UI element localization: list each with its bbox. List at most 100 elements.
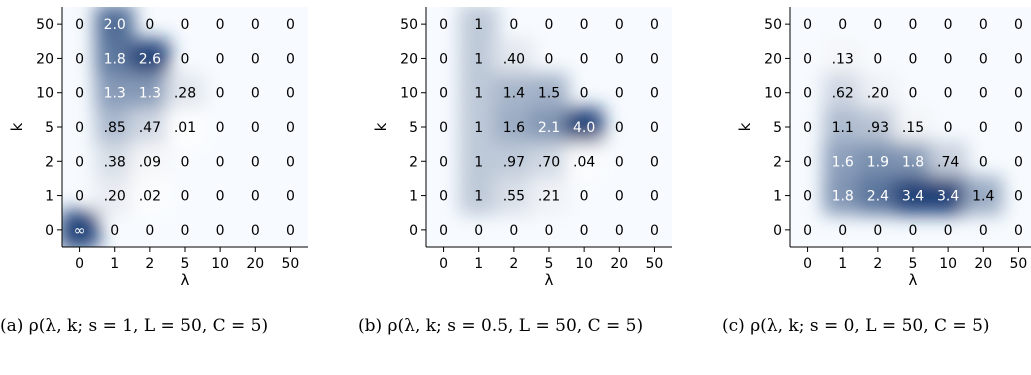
cell-label: 0	[979, 17, 988, 33]
y-tick-label: 50	[764, 17, 782, 33]
cell-label: 0	[944, 223, 953, 239]
cell-label: 0	[286, 120, 295, 136]
heatmap-cell	[858, 142, 898, 181]
heatmap-cell	[95, 176, 135, 215]
cell-label: 0	[251, 223, 260, 239]
y-tick-label: 1	[773, 189, 782, 205]
x-tick-label: 1	[474, 256, 483, 272]
cell-label: 1.8	[902, 154, 924, 170]
cell-label: 0	[838, 17, 847, 33]
cell-label: 0	[286, 189, 295, 205]
cell-label: .28	[174, 86, 196, 102]
cell-label: 0	[216, 51, 225, 67]
cell-label: .70	[538, 154, 560, 170]
cell-label: 0	[439, 189, 448, 205]
heatmap-cell	[459, 73, 499, 112]
cell-label: 0	[439, 154, 448, 170]
heatmap-cell	[95, 107, 135, 147]
cell-label: 1.3	[139, 86, 161, 102]
cell-label: 1.1	[832, 120, 854, 136]
cell-label: 0	[615, 86, 624, 102]
cell-label: 0	[650, 154, 659, 170]
cell-label: 0	[650, 223, 659, 239]
cell-label: 1.6	[832, 154, 854, 170]
cell-label: .20	[867, 86, 889, 102]
cell-label: 0	[145, 223, 154, 239]
y-tick-label: 10	[764, 86, 782, 102]
caption-b: (b) ρ(λ, k; s = 0.5, L = 50, C = 5)	[358, 316, 644, 336]
cell-label: 0	[838, 223, 847, 239]
cell-label: .74	[937, 154, 959, 170]
heatmap-cell	[893, 107, 933, 147]
cell-label: 0	[439, 86, 448, 102]
heatmap-cell	[858, 107, 898, 147]
x-tick-label: 50	[1010, 256, 1028, 272]
cell-label: 0	[181, 51, 190, 67]
heatmap-cell	[529, 107, 569, 147]
cell-label: 0	[286, 17, 295, 33]
heatmap-cell	[928, 142, 968, 181]
y-axis-label: k	[736, 122, 754, 131]
cell-label: 0	[251, 51, 260, 67]
cell-label: 1.9	[867, 154, 889, 170]
heatmap-cell	[130, 142, 170, 181]
x-tick-label: 0	[439, 256, 448, 272]
cell-label: 0	[509, 223, 518, 239]
cell-label: 0	[909, 51, 918, 67]
y-tick-label: 10	[400, 86, 418, 102]
cell-label: 2.4	[867, 189, 889, 205]
heatmap-cell	[529, 142, 569, 181]
cell-label: 0	[251, 86, 260, 102]
cell-label: 0	[1014, 17, 1023, 33]
heatmap-cell	[858, 176, 898, 215]
cell-label: 0	[251, 120, 260, 136]
x-axis-label: λ	[909, 271, 918, 289]
heatmap-cell	[823, 73, 863, 112]
y-tick-label: 10	[36, 86, 54, 102]
cell-label: 0	[216, 154, 225, 170]
cell-label: 0	[75, 189, 84, 205]
cell-label: 1.4	[503, 86, 525, 102]
heatmap-cell	[494, 73, 534, 112]
cell-label: 0	[909, 17, 918, 33]
heatmap-cell	[459, 39, 499, 78]
cell-label: 0	[944, 17, 953, 33]
heatmap-cell	[564, 107, 604, 147]
cell-label: 0	[439, 223, 448, 239]
x-tick-label: 10	[575, 256, 593, 272]
cell-label: 1.6	[503, 120, 525, 136]
cell-label: .38	[104, 154, 126, 170]
heatmap-cell	[130, 39, 170, 78]
heatmap-cell	[459, 7, 499, 44]
cell-label: 2.0	[104, 17, 126, 33]
cell-label: 0	[979, 86, 988, 102]
caption-a: (a) ρ(λ, k; s = 1, L = 50, C = 5)	[0, 316, 269, 336]
heatmap-cell	[494, 142, 534, 181]
heatmap-cell	[165, 107, 205, 147]
cell-label: 0	[615, 154, 624, 170]
cell-label: 0	[979, 120, 988, 136]
cell-label: 1	[474, 86, 483, 102]
heatmap-cell	[823, 39, 863, 78]
cell-label: 3.4	[902, 189, 924, 205]
x-tick-label: 1	[838, 256, 847, 272]
y-tick-label: 2	[409, 154, 418, 170]
cell-label: 0	[650, 17, 659, 33]
cell-label: 0	[580, 51, 589, 67]
cell-label: 0	[474, 223, 483, 239]
cell-label: 0	[251, 17, 260, 33]
heatmap-cell	[95, 39, 135, 78]
cell-label: 0	[944, 120, 953, 136]
cell-label: ∞	[74, 223, 86, 239]
cell-label: 0	[580, 189, 589, 205]
heatmap-cell	[529, 176, 569, 215]
y-tick-label: 50	[400, 17, 418, 33]
x-tick-label: 1	[110, 256, 119, 272]
cell-label: 0	[909, 86, 918, 102]
x-tick-label: 5	[181, 256, 190, 272]
y-tick-label: 0	[409, 223, 418, 239]
cell-label: 0	[615, 189, 624, 205]
cell-label: 1.5	[538, 86, 560, 102]
cell-label: 0	[545, 51, 554, 67]
cell-label: .04	[573, 154, 595, 170]
